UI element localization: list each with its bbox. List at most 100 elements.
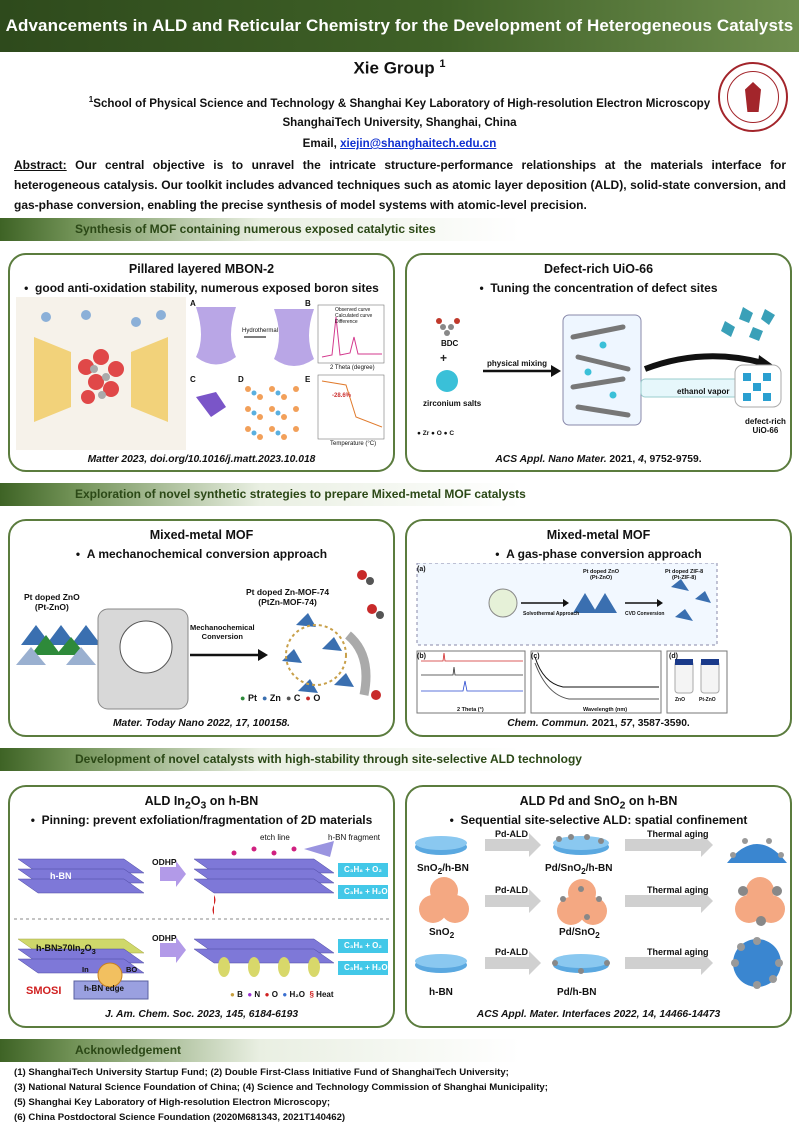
mbon2-figure — [16, 297, 385, 450]
pd-sno2-hbn-label: Pd/SnO2/h-BN — [545, 863, 613, 876]
fig-label-c: C — [190, 375, 196, 384]
xrd-x-label: 2 Theta (°) — [457, 707, 484, 713]
pt-zif8-label: Pt doped ZIF-8(Pt-ZIF-8) — [665, 569, 704, 581]
section-header-2: Exploration of novel synthetic strategie… — [0, 483, 799, 506]
thermal-aging-label-2: Thermal aging — [647, 885, 709, 895]
propene-label-1: C₃H₆ + H₂O — [344, 887, 388, 896]
panel-reference: ACS Appl. Nano Mater. 2021, 4, 9752-9759… — [495, 454, 702, 465]
group-name: Xie Group 1 — [353, 58, 446, 78]
email-line: Email, xiejin@shanghaitech.edu.cn — [302, 137, 497, 150]
panel-title: ALD In2O3 on h-BN — [144, 794, 259, 812]
smosi-label: SMOSI — [26, 985, 62, 997]
legend-calculated: Calculated curve — [335, 313, 373, 319]
pd-ald-label-1: Pd-ALD — [495, 829, 528, 839]
hbn-label: h-BN — [50, 871, 72, 881]
mechanochemical-figure — [16, 570, 384, 710]
svg-text:+: + — [440, 351, 447, 365]
email-link[interactable]: xiejin@shanghaitech.edu.cn — [340, 137, 497, 150]
propene-label-2: C₃H₆ + H₂O — [344, 963, 388, 972]
weight-loss-label: -28.6% — [332, 393, 352, 399]
thermal-aging-label-1: Thermal aging — [647, 829, 709, 839]
bdc-label: BDC — [441, 339, 459, 348]
vial-pt-zno-label: Pt-ZnO — [699, 697, 716, 703]
ack-line-4: (6) China Postdoctoral Science Foundatio… — [14, 1112, 346, 1123]
hbn-edge-label: h-BN edge — [84, 984, 124, 993]
fig-label-e: E — [305, 375, 311, 384]
panel-reference: Chem. Commun. 2021, 57, 3587-3590. — [507, 718, 690, 729]
section-header-4: Acknowledgement — [0, 1039, 799, 1062]
pd-ald-label-3: Pd-ALD — [495, 947, 528, 957]
university: ShanghaiTech University, Shanghai, China — [282, 116, 517, 129]
panel-mbon2: Pillared layered MBON-2 • good anti-oxid… — [8, 253, 395, 472]
section-header-3: Development of novel catalysts with high… — [0, 748, 799, 771]
panel-title: ALD Pd and SnO2 on h-BN — [519, 794, 678, 812]
pt-zno-label: Pt doped ZnO(Pt-ZnO) — [583, 569, 620, 581]
box-label: BO — [126, 965, 138, 974]
fig-label-b: (b) — [417, 653, 426, 660]
hbn-in2o3-label: h-BN≥70In2O3 — [36, 943, 96, 956]
fig-label-a: (a) — [417, 566, 426, 573]
fig-label-d: D — [238, 375, 244, 384]
university-seal-logo — [718, 62, 788, 132]
physical-mixing-label: physical mixing — [487, 359, 548, 368]
thermal-aging-label-3: Thermal aging — [647, 947, 709, 957]
uv-x-label: Wavelength (nm) — [583, 707, 628, 713]
sno2-hbn-label: SnO2/h-BN — [417, 863, 469, 876]
hbn-label: h-BN — [429, 987, 453, 998]
panel-reference: Mater. Today Nano 2022, 17, 100158. — [112, 718, 291, 729]
panel-ald-pd-sno2: ALD Pd and SnO2 on h-BN • Sequential sit… — [405, 785, 792, 1028]
legend-difference: Difference — [335, 319, 358, 325]
panel-bullet: • A gas-phase conversion approach — [495, 547, 702, 561]
ald-pd-sno2-figure — [415, 833, 787, 989]
solvothermal-label: Solvothermal Approach — [523, 611, 580, 617]
propane-label-2: C₃H₈ + O₂ — [344, 941, 382, 950]
odhp-label-1: ODHP — [152, 857, 177, 867]
hydrothermal-label: Hydrothermal — [242, 328, 279, 334]
ald-legend: ● B ● N ● O ● H₂O § Heat — [230, 990, 334, 999]
panel-uio66: Defect-rich UiO-66 • Tuning the concentr… — [405, 253, 792, 472]
panel-reference: J. Am. Chem. Soc. 2023, 145, 6184-6193 — [104, 1009, 299, 1020]
legend-observed: Observed curve — [335, 307, 371, 313]
affiliation: 1School of Physical Science and Technolo… — [88, 95, 711, 110]
pd-ald-label-2: Pd-ALD — [495, 885, 528, 895]
pt-zno-label: Pt doped ZnO(Pt-ZnO) — [24, 592, 80, 612]
uio-legend: ● Zr ● O ● C — [417, 430, 455, 437]
pd-hbn-label: Pd/h-BN — [557, 987, 597, 998]
fig-label-d: (d) — [669, 653, 678, 660]
fig-label-c: (c) — [531, 653, 540, 660]
panel-gas-phase: Mixed-metal MOF • A gas-phase conversion… — [405, 519, 792, 737]
panel-reference: Matter 2023, doi.org/10.1016/j.matt.2023… — [87, 454, 316, 465]
pd-sno2-label: Pd/SnO2 — [559, 927, 600, 940]
panel-title: Mixed-metal MOF — [149, 528, 254, 542]
gas-phase-figure — [416, 563, 728, 714]
poster-title: Advancements in ALD and Reticular Chemis… — [0, 0, 799, 52]
xrd-x-label: 2 Theta (degree) — [330, 365, 375, 371]
fig-label-a: A — [190, 299, 196, 308]
pt-zn-mof74-label: Pt doped Zn-MOF-74(PtZn-MOF-74) — [246, 587, 330, 607]
cvd-label: CVD Conversion — [625, 611, 665, 617]
panel-mechanochemical: Mixed-metal MOF • A mechanochemical conv… — [8, 519, 395, 737]
fig-label-b: B — [305, 299, 311, 308]
mof74-legend: ● Pt ● Zn ● C ● O — [240, 693, 321, 703]
propane-label-1: C₃H₈ + O₂ — [344, 865, 382, 874]
abstract: Abstract: Our central objective is to un… — [14, 158, 786, 212]
panel-title: Defect-rich UiO-66 — [543, 262, 654, 276]
sno2-label: SnO2 — [429, 927, 455, 940]
tga-x-label: Temperature (°C) — [330, 441, 377, 447]
ald-in2o3-figure — [14, 841, 390, 1000]
hbn-fragment-label: h-BN fragment — [328, 833, 381, 842]
panel-bullet: • good anti-oxidation stability, numerou… — [24, 281, 379, 295]
panel-title: Pillared layered MBON-2 — [128, 262, 275, 276]
ack-line-3: (5) Shanghai Key Laboratory of High-reso… — [14, 1097, 331, 1108]
panel-bullet: • A mechanochemical conversion approach — [75, 547, 328, 561]
ack-line-2: (3) National Natural Science Foundation … — [14, 1082, 548, 1093]
panel-ald-in2o3: ALD In2O3 on h-BN • Pinning: prevent exf… — [8, 785, 395, 1028]
panel-reference: ACS Appl. Mater. Interfaces 2022, 14, 14… — [476, 1009, 721, 1020]
panel-bullet: • Sequential site-selective ALD: spatial… — [449, 813, 748, 827]
uio66-figure: + — [436, 307, 782, 426]
in2o3-label: In — [82, 965, 89, 974]
panel-bullet: • Pinning: prevent exfoliation/fragmenta… — [30, 813, 373, 827]
ack-line-1: (1) ShanghaiTech University Startup Fund… — [14, 1067, 509, 1078]
